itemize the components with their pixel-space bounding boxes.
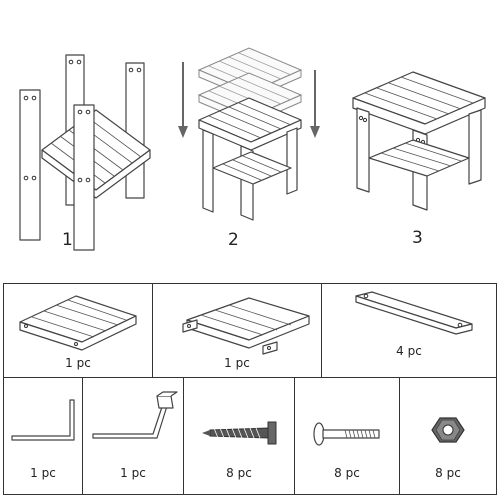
step-1-illustration xyxy=(19,54,151,251)
part-quantity: 1 pc xyxy=(65,356,91,370)
step-number-3: 3 xyxy=(412,228,423,248)
leg-board-icon xyxy=(355,291,473,335)
step-number-1: 1 xyxy=(62,230,73,250)
part-quantity: 8 pc xyxy=(334,466,360,480)
socket-wrench-icon xyxy=(92,391,178,439)
step-2-illustration xyxy=(178,47,320,221)
assembly-steps: 1 2 3 xyxy=(19,47,486,251)
hex-nut-icon xyxy=(431,417,465,443)
part-quantity: 8 pc xyxy=(435,466,461,480)
part-socket-wrench: 1 pc xyxy=(82,377,184,495)
part-quantity: 1 pc xyxy=(120,466,146,480)
wood-screw-icon xyxy=(202,421,277,445)
allen-key-icon xyxy=(11,399,75,441)
part-quantity: 1 pc xyxy=(224,356,250,370)
part-quantity: 8 pc xyxy=(226,466,252,480)
top-slatted-panel-icon xyxy=(19,295,137,351)
part-lower-shelf: 1 pc xyxy=(152,283,322,378)
step-3-illustration xyxy=(352,71,486,211)
part-bolt: 8 pc xyxy=(294,377,400,495)
bolt-icon xyxy=(313,422,380,446)
step-number-2: 2 xyxy=(228,230,239,250)
part-top-panel: 1 pc xyxy=(3,283,153,378)
part-allen-key: 1 pc xyxy=(3,377,83,495)
part-hex-nut: 8 pc xyxy=(399,377,497,495)
part-leg-board: 4 pc xyxy=(321,283,497,378)
part-wood-screw: 8 pc xyxy=(183,377,295,495)
part-quantity: 4 pc xyxy=(396,344,422,358)
lower-shelf-panel-icon xyxy=(182,297,310,355)
part-quantity: 1 pc xyxy=(30,466,56,480)
